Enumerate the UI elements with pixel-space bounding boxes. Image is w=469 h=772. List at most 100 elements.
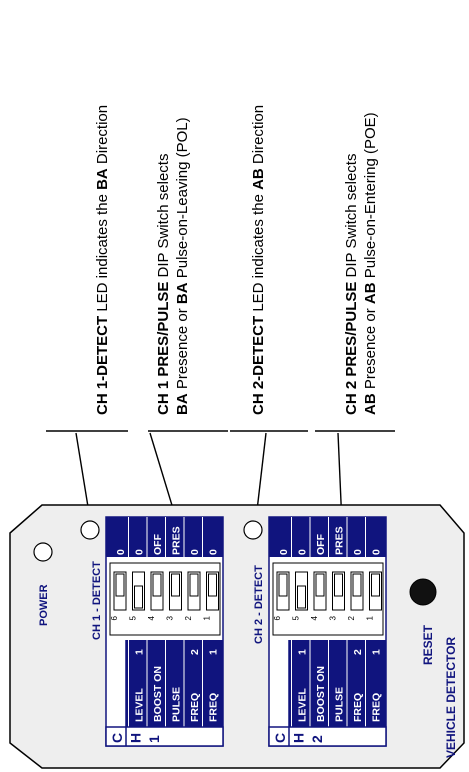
- dip-switch-number: 4: [310, 615, 319, 620]
- channel-letter: H: [291, 733, 307, 743]
- dip-switch-toggle[interactable]: [134, 585, 143, 609]
- dip-off-label: PRES: [171, 526, 183, 555]
- dip-row-label: SENS: [278, 693, 290, 722]
- callout-text-group: CH 1-DETECT LED indicates the BA Directi…: [94, 105, 379, 415]
- dip-switch-toggle[interactable]: [208, 573, 217, 597]
- callout-ch2-pres-pulse-line-1: CH 2 PRES/PULSE DIP Switch selects: [343, 154, 360, 415]
- dip-switch-housing: [272, 562, 384, 636]
- callout-ch1-pres-pulse-seg: BA: [174, 393, 191, 415]
- ch2-detect-label: CH 2 - DETECT: [253, 565, 265, 644]
- callout-ch2-pres-pulse-seg: AB: [362, 393, 379, 415]
- dip-off-label: OFF: [315, 533, 327, 555]
- dip-row-label: SENS: [115, 693, 127, 722]
- dip-row-number: 2: [352, 649, 364, 655]
- dip-switch-toggle[interactable]: [189, 573, 199, 597]
- dip-off-label: 0: [134, 549, 146, 555]
- callout-ch2-pres-pulse-line-2: AB Presence or AB Pulse-on-Entering (POE…: [362, 112, 379, 415]
- channel-letter-box: [268, 726, 387, 747]
- dip-off-label: 0: [352, 549, 364, 555]
- ch2-detect-led: [243, 520, 263, 540]
- dip-off-label: 0: [189, 549, 201, 555]
- callout-ch1-pres-pulse-line-2: BA Presence or BA Pulse-on-Leaving (POL): [174, 117, 191, 415]
- dip-row-label: PULSE: [171, 687, 183, 722]
- dip-switch-toggle[interactable]: [371, 573, 380, 597]
- dip-off-label: 0: [371, 549, 383, 555]
- callout-ch1-pres-pulse-seg: DIP Switch selects: [155, 154, 172, 282]
- callout-ch1-pres-pulse-seg: BA: [174, 282, 191, 304]
- channel-letter: C: [109, 733, 125, 743]
- dip-switch-toggle[interactable]: [152, 573, 162, 597]
- dip-switch-number: 3: [329, 615, 338, 620]
- dip-switch-number: 3: [166, 615, 175, 620]
- dip-row-label: FREQ: [189, 693, 201, 722]
- dip-switch-number: 6: [273, 615, 282, 620]
- dip-switch-number: 5: [129, 615, 138, 620]
- dip-switch-number: 1: [203, 615, 212, 620]
- callout-ch2-pres-pulse-seg: CH 2 PRES/PULSE: [343, 282, 360, 415]
- dip-off-label: PRES: [334, 526, 346, 555]
- callout-ch2-pres-pulse-seg: Pulse-on-Entering (POE): [362, 112, 379, 282]
- dip-row-label: PULSE: [334, 687, 346, 722]
- dip-off-label: 0: [115, 549, 127, 555]
- dip-switch-toggle[interactable]: [315, 573, 325, 597]
- dip-row-label: BOOST ON: [152, 666, 164, 722]
- dip-off-label: 0: [208, 549, 220, 555]
- channel-letter: 1: [146, 735, 162, 743]
- dip-row-label: BOOST ON: [315, 666, 327, 722]
- channel-letter: H: [128, 733, 144, 743]
- power-label: POWER: [38, 584, 50, 626]
- channel-letter-box: [105, 726, 224, 747]
- panel-outline: [9, 504, 465, 769]
- channel-letter: 2: [309, 735, 325, 743]
- dip-row-number: 1: [297, 649, 309, 655]
- dip-off-label: 0: [297, 549, 309, 555]
- dip-off-label: OFF: [152, 533, 164, 555]
- dip-row-label: FREQ: [352, 693, 364, 722]
- dip-switch-number: 1: [366, 615, 375, 620]
- ch1-detect-led: [80, 520, 100, 540]
- callout-ch1-pres-pulse-line-1: CH 1 PRES/PULSE DIP Switch selects: [155, 154, 172, 415]
- dip-label-strip: [289, 640, 386, 727]
- dip-switch-toggle[interactable]: [115, 573, 125, 597]
- dip-switch-toggle[interactable]: [278, 573, 288, 597]
- ch1-detect-label: CH 1 - DETECT: [91, 561, 103, 640]
- dip-label-strip: [126, 640, 223, 727]
- dip-switch-number: 6: [110, 615, 119, 620]
- callout-ch1-detect-seg: CH 1-DETECT: [94, 316, 111, 415]
- dip-switch-toggle[interactable]: [297, 585, 306, 609]
- reset-label: RESET: [421, 624, 435, 665]
- callout-ch2-pres-pulse-seg: Presence or: [362, 304, 379, 393]
- dip-switch-number: 5: [292, 615, 301, 620]
- dip-switch-number: 2: [347, 615, 356, 620]
- reset-button[interactable]: [409, 578, 437, 606]
- channel-letter: C: [272, 733, 288, 743]
- dip-switch-toggle[interactable]: [171, 573, 180, 597]
- dip-row-number: 2: [278, 649, 290, 655]
- dip-row-number: 2: [189, 649, 201, 655]
- callout-ch1-detect-seg: BA: [94, 168, 111, 190]
- device-label: VEHICLE DETECTOR: [444, 637, 458, 758]
- dip-row-number: 1: [371, 649, 383, 655]
- dip-switch-toggle[interactable]: [352, 573, 362, 597]
- dip-row-label: LEVEL: [297, 688, 309, 722]
- dip-off-strip: [269, 517, 386, 557]
- callout-ch1-pres-pulse-seg: Pulse-on-Leaving (POL): [174, 117, 191, 282]
- callout-ch1-detect-line-1: CH 1-DETECT LED indicates the BA Directi…: [94, 105, 111, 415]
- callout-ch2-detect-seg: LED indicates the: [250, 190, 267, 316]
- callout-ch2-detect-line-1: CH 2-DETECT LED indicates the AB Directi…: [250, 105, 267, 415]
- dip-row-number: 1: [208, 649, 220, 655]
- callout-ch2-pres-pulse-seg: DIP Switch selects: [343, 154, 360, 282]
- dip-row-number: 1: [134, 649, 146, 655]
- dip-switch-number: 4: [147, 615, 156, 620]
- callout-ch1-detect-seg: Direction: [94, 105, 111, 168]
- power-led: [33, 542, 53, 562]
- callout-ch1-pres-pulse-seg: CH 1 PRES/PULSE: [155, 282, 172, 415]
- dip-switch-toggle[interactable]: [334, 573, 343, 597]
- dip-switch-number: 2: [184, 615, 193, 620]
- dip-row-number: 2: [115, 649, 127, 655]
- dip-off-strip: [106, 517, 223, 557]
